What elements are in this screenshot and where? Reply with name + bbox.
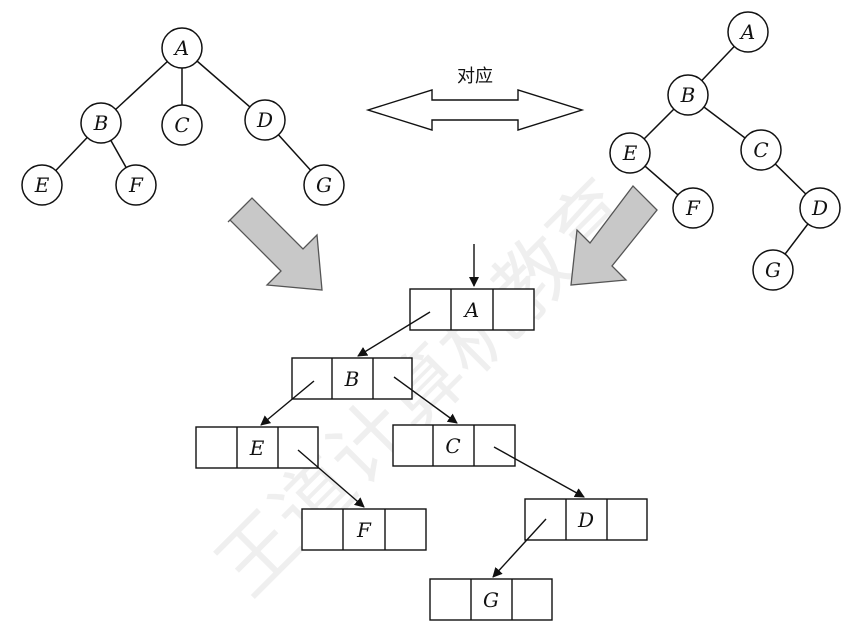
right-node-g: G	[752, 249, 794, 291]
linked-label-f: F	[356, 518, 372, 542]
left-node-f: F	[115, 164, 157, 206]
left-node-g-label: G	[316, 173, 332, 197]
right-node-e: E	[609, 132, 651, 174]
linked-label-a: A	[463, 298, 479, 322]
left-node-a-label: A	[173, 36, 189, 60]
linked-structure	[195, 244, 648, 621]
pointer-a-to-b	[357, 311, 431, 357]
linked-labels: A B E C F D G	[249, 298, 594, 612]
left-node-d: D	[244, 99, 286, 141]
linked-node-g	[429, 578, 553, 621]
left-node-c: C	[161, 104, 203, 146]
double-arrow-icon	[365, 89, 585, 131]
pointer-c-to-d	[493, 446, 585, 498]
right-tree	[629, 31, 821, 271]
right-node-c-label: C	[753, 138, 768, 162]
correspondence-label: 对应	[457, 66, 493, 87]
left-node-d-label: D	[256, 108, 273, 132]
right-node-f: F	[672, 187, 714, 229]
left-node-f-label: F	[128, 173, 144, 197]
left-tree-nodes: A B C D E F G	[21, 27, 345, 206]
right-node-d: D	[799, 187, 841, 229]
left-node-e: E	[21, 164, 63, 206]
left-node-c-label: C	[174, 113, 189, 137]
pointer-e-to-f	[297, 449, 365, 508]
left-node-e-label: E	[34, 173, 50, 197]
right-node-f-label: F	[685, 196, 701, 220]
left-node-g: G	[303, 164, 345, 206]
right-block-arrow-icon	[570, 185, 658, 286]
left-block-arrow-icon	[227, 197, 323, 291]
linked-label-b: B	[344, 367, 360, 391]
left-node-a: A	[161, 27, 203, 69]
linked-node-c	[392, 424, 516, 467]
linked-node-e	[195, 426, 319, 469]
right-node-e-label: E	[622, 141, 638, 165]
right-tree-nodes: A B E C F D G	[609, 11, 841, 291]
left-node-b-label: B	[93, 111, 109, 135]
pointer-b-to-c	[393, 376, 458, 424]
pointer-b-to-e	[260, 380, 315, 426]
linked-node-f	[301, 508, 427, 551]
right-node-b: B	[667, 74, 709, 116]
right-node-d-label: D	[811, 196, 828, 220]
right-node-a-label: A	[739, 20, 755, 44]
linked-label-d: D	[577, 508, 594, 532]
linked-node-b	[291, 357, 413, 400]
right-node-c: C	[740, 129, 782, 171]
right-node-a: A	[727, 11, 769, 53]
right-node-b-label: B	[680, 83, 696, 107]
correspondence-arrow: 对应	[365, 66, 585, 131]
linked-label-c: C	[445, 434, 460, 458]
linked-node-a	[409, 288, 535, 331]
linked-label-e: E	[249, 436, 265, 460]
linked-label-g: G	[483, 588, 499, 612]
right-node-g-label: G	[765, 258, 781, 282]
pointer-d-to-g	[492, 518, 547, 578]
left-node-b: B	[80, 102, 122, 144]
